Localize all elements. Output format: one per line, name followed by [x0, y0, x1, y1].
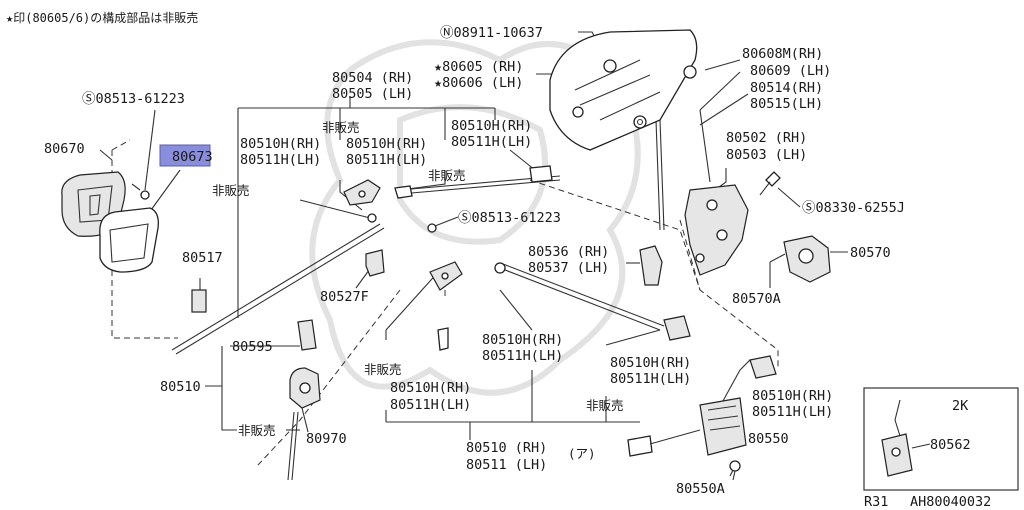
label-08330: Ⓢ08330-6255J [802, 200, 905, 216]
label-c80510: 80510H(RH) [451, 118, 532, 134]
label-80510-rh: 80510 (RH) [466, 440, 547, 456]
label-80515: 80515(LH) [750, 96, 823, 112]
inset-2k [863, 387, 1019, 491]
label-08911: Ⓝ08911-10637 [440, 25, 543, 41]
part-outside-handle [549, 29, 698, 151]
part-lock-80502 [684, 184, 749, 276]
part-bellcrank-80504 [343, 179, 381, 206]
label-2k: 2K [952, 398, 969, 414]
highlight-80673 [159, 144, 211, 167]
part-screw-08513-left [131, 183, 150, 200]
label-hihanbai-3: 非販売 [428, 168, 466, 183]
part-80517 [191, 289, 207, 313]
label-80504: 80504 (RH) [332, 70, 413, 86]
label-08513-left: Ⓢ08513-61223 [82, 91, 185, 107]
part-escutcheon-80673 [99, 207, 159, 273]
label-80562: 80562 [930, 437, 971, 453]
part-bolt-80550a [729, 460, 741, 481]
label-80595: 80595 [232, 339, 273, 355]
part-rod-80536 [639, 245, 663, 286]
label-suffix-a: (ア) [568, 446, 596, 461]
label-hihanbai-1: 非販売 [322, 120, 360, 135]
label-80570: 80570 [850, 245, 891, 261]
label-80536: 80536 (RH) [528, 244, 609, 260]
label-80514: 80514(RH) [750, 80, 823, 96]
part-actuator-80550 [627, 355, 777, 457]
part-clip-mid [367, 165, 553, 233]
label-c80511: 80511H(LH) [451, 134, 532, 150]
label-g80510: 80510H(RH) [752, 388, 833, 404]
label-a80510: 80510H(RH) [240, 136, 321, 152]
label-80570a: 80570A [732, 291, 781, 307]
label-b80510: 80510H(RH) [346, 136, 427, 152]
label-80673: 80673 [172, 149, 213, 165]
label-hihanbai-6: 非販売 [238, 423, 276, 438]
part-80970 [287, 367, 321, 481]
label-80550a: 80550A [676, 481, 725, 497]
label-80605: ★80605 (RH) [434, 59, 523, 75]
label-80970: 80970 [306, 431, 347, 447]
note-text: ★印(80605/6)の構成部品は非販売 [6, 11, 199, 25]
part-clip-80527f [365, 249, 385, 277]
label-hihanbai-2: 非販売 [212, 183, 250, 198]
label-e80511: 80511H(LH) [390, 397, 471, 413]
label-footer-code: AH80040032 [910, 494, 991, 510]
label-f80510: 80510H(RH) [610, 355, 691, 371]
label-08513-mid: Ⓢ08513-61223 [458, 210, 561, 226]
label-b80511: 80511H(LH) [346, 152, 427, 168]
label-80502: 80502 (RH) [726, 130, 807, 146]
label-80527f: 80527F [320, 289, 369, 305]
label-80505: 80505 (LH) [332, 86, 413, 102]
part-screw-08330 [759, 171, 781, 196]
label-80609: 80609 (LH) [750, 63, 831, 79]
label-d80511: 80511H(LH) [482, 348, 563, 364]
label-hihanbai-4: 非販売 [364, 362, 402, 377]
label-hihanbai-5: 非販売 [586, 398, 624, 413]
label-r31: R31 [864, 494, 888, 510]
label-80510: 80510 [160, 379, 201, 395]
label-e80510: 80510H(RH) [390, 380, 471, 396]
label-80537: 80537 (LH) [528, 260, 609, 276]
label-d80510: 80510H(RH) [482, 332, 563, 348]
part-lever-mid [429, 261, 691, 351]
label-80511-lh: 80511 (LH) [466, 457, 547, 473]
label-80670: 80670 [44, 141, 85, 157]
label-f80511: 80511H(LH) [610, 371, 691, 387]
label-g80511: 80511H(LH) [752, 404, 833, 420]
part-striker-80570 [769, 235, 831, 283]
label-80503: 80503 (LH) [726, 147, 807, 163]
label-80606: ★80606 (LH) [434, 75, 523, 91]
label-80517: 80517 [182, 250, 223, 266]
part-knob-80595 [297, 319, 317, 351]
label-80608: 80608M(RH) [742, 46, 823, 62]
part-nut-08911 [633, 115, 647, 129]
label-a80511: 80511H(LH) [240, 152, 321, 168]
labels: Ⓝ08911-10637 ★80605 (RH) ★80606 (LH) 806… [44, 25, 991, 510]
label-80550: 80550 [748, 431, 789, 447]
